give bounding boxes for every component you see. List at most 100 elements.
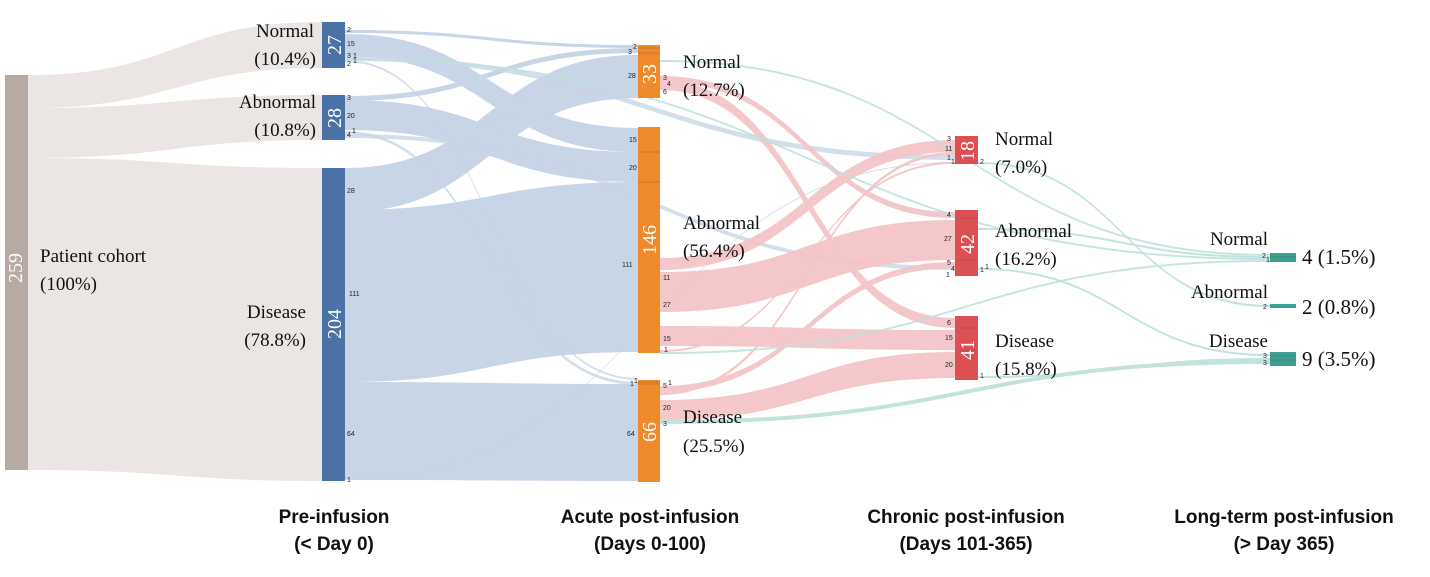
pct-pre-disease: (78.8%) — [244, 330, 306, 351]
pct-cohort: (100%) — [40, 274, 97, 295]
flow-chronic-normal-to-long-abnormal — [978, 162, 1270, 307]
flow-label: 4 — [951, 266, 955, 273]
flow-label: 5 — [663, 383, 667, 390]
node-acute-abnormal[interactable] — [638, 127, 660, 353]
flow-label: 20 — [945, 362, 953, 369]
flow-acute-abnormal-to-chronic-normal-thin — [660, 162, 955, 352]
flow-chronic-abnormal-to-long-normal — [978, 228, 1270, 258]
flow-label: 1 — [634, 378, 638, 385]
flow-acute-abnormal-to-long-normal — [660, 260, 1270, 354]
flow-label: 4 — [667, 81, 671, 88]
node-cohort[interactable] — [5, 75, 28, 470]
count-acute-abnormal: 146 — [639, 225, 661, 255]
flow-label: 111 — [349, 291, 360, 298]
pct-pre-abnormal: (10.8%) — [254, 120, 316, 141]
count-acute-disease: 66 — [639, 422, 661, 442]
value-long-normal: 4 (1.5%) — [1302, 245, 1375, 269]
node-pre-abnormal[interactable] — [322, 95, 345, 140]
stage-chronic-subtitle: (Days 101-365) — [899, 534, 1032, 555]
node-long-disease[interactable] — [1270, 352, 1296, 366]
flow-label: 3 — [347, 95, 351, 102]
flow-label: 15 — [663, 336, 671, 343]
label-acute-normal: Normal — [683, 52, 741, 73]
flow-pre-disease-to-acute-abnormal — [345, 182, 638, 382]
cohort-flows — [28, 22, 322, 481]
flow-label: 3 — [947, 136, 951, 143]
flow-label: 4 — [347, 132, 351, 139]
label-cohort: Patient cohort — [40, 246, 147, 267]
flow-acute-disease-to-chronic-normal — [660, 152, 955, 395]
flow-label: 1 — [352, 128, 356, 135]
flow-acute-disease-to-chronic-disease — [660, 352, 955, 420]
label-pre-disease: Disease — [247, 302, 306, 323]
pct-acute-normal: (12.7%) — [683, 80, 745, 101]
count-chronic-abnormal: 42 — [957, 234, 979, 254]
node-long-normal[interactable] — [1270, 253, 1296, 262]
flow-label: 1 — [353, 58, 357, 65]
flow-acute-abnormal-to-chronic-abnormal — [660, 220, 955, 312]
flow-label: 1 — [980, 267, 984, 274]
node-dividers — [638, 47, 1296, 385]
flow-label: 11 — [945, 146, 952, 153]
pct-chronic-disease: (15.8%) — [995, 359, 1057, 380]
nodes — [5, 22, 1296, 482]
flow-pre-abnormal-to-acute-normal — [345, 48, 638, 101]
count-pre-disease: 204 — [324, 309, 346, 339]
flow-label: 2 — [980, 159, 984, 166]
value-long-disease: 9 (3.5%) — [1302, 347, 1375, 371]
flow-label: 1 — [353, 53, 357, 60]
flow-label: 1 — [347, 477, 351, 484]
label-pre-abnormal: Abnormal — [239, 92, 316, 113]
flow-label: 28 — [628, 73, 636, 80]
label-acute-disease: Disease — [683, 407, 742, 428]
flow-label: 20 — [663, 405, 671, 412]
flow-label: 20 — [629, 165, 637, 172]
node-pre-disease[interactable] — [322, 168, 345, 481]
flow-label: 27 — [663, 302, 671, 309]
node-chronic-normal[interactable] — [955, 136, 978, 164]
node-acute-normal[interactable] — [638, 45, 660, 98]
node-counts: 259 27 28 204 33 146 66 18 42 41 — [5, 35, 979, 442]
flow-label: 11 — [663, 275, 670, 282]
flow-label: 111 — [622, 262, 633, 269]
pct-chronic-normal: (7.0%) — [995, 157, 1047, 178]
flow-label: 1 — [947, 155, 951, 162]
stage-pre-subtitle: (< Day 0) — [294, 534, 374, 555]
flow-label: 1 — [668, 380, 672, 387]
label-chronic-normal: Normal — [995, 129, 1053, 150]
flow-label: 3 — [347, 53, 351, 60]
flow-pre-normal-to-acute-normal — [345, 30, 638, 48]
count-chronic-disease: 41 — [957, 340, 979, 360]
flow-label: 64 — [627, 431, 635, 438]
flow-label: 2 — [1262, 253, 1266, 260]
stage-titles: Pre-infusion (< Day 0) Acute post-infusi… — [279, 507, 1394, 555]
flow-label: 64 — [347, 431, 355, 438]
flow-label: 3 — [628, 49, 632, 56]
node-acute-disease[interactable] — [638, 380, 660, 482]
node-pre-normal[interactable] — [322, 22, 345, 68]
flow-chronic-abnormal-to-long-disease — [978, 268, 1270, 356]
count-pre-normal: 27 — [324, 35, 346, 55]
flow-label: 15 — [629, 137, 637, 144]
flow-label: 2 — [347, 61, 351, 68]
flow-label: 3 — [1263, 360, 1267, 367]
node-chronic-disease[interactable] — [955, 316, 978, 380]
flow-label: 1 — [980, 373, 984, 380]
flow-label: 1 — [946, 272, 950, 279]
flow-cohort-to-pre-abnormal — [28, 95, 322, 158]
count-pre-abnormal: 28 — [324, 108, 346, 128]
flow-pre-abnormal-to-acute-abnormal — [345, 100, 638, 182]
node-long-abnormal[interactable] — [1270, 304, 1296, 308]
stage-pre-title: Pre-infusion — [279, 507, 390, 528]
count-chronic-normal: 18 — [957, 141, 979, 161]
flow-label: 4 — [947, 212, 951, 219]
category-labels: Patient cohort (100%) Normal (10.4%) Abn… — [40, 21, 1375, 457]
acute-flows — [660, 76, 955, 420]
label-long-disease: Disease — [1209, 331, 1268, 352]
flow-pre-disease-to-acute-disease — [345, 382, 638, 481]
label-chronic-abnormal: Abnormal — [995, 221, 1072, 242]
flow-label: 3 — [663, 75, 667, 82]
flow-acute-disease-to-long-disease — [660, 360, 1270, 424]
node-chronic-abnormal[interactable] — [955, 210, 978, 276]
